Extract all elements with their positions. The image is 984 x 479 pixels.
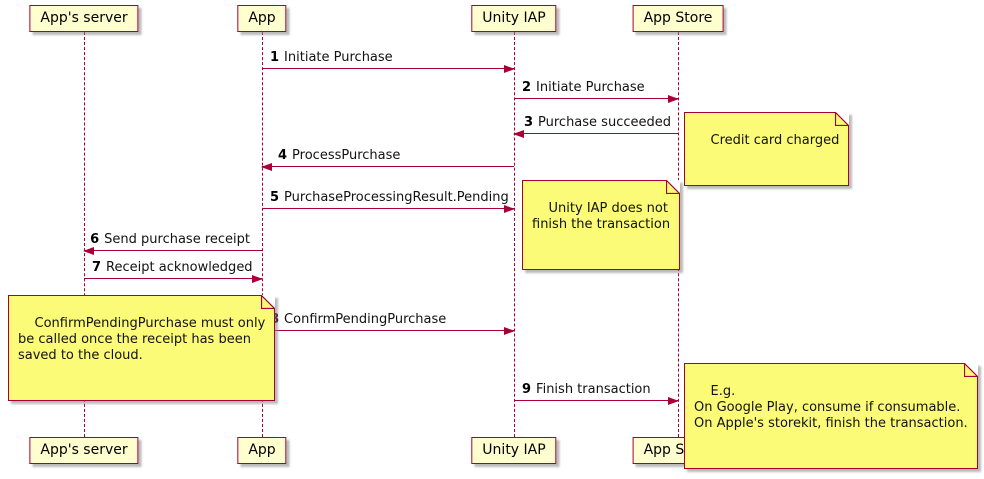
arrowhead-left-icon [83, 247, 94, 255]
note-fold-icon [261, 295, 276, 309]
message-4-arrow [261, 163, 514, 171]
message-6-arrow [83, 247, 262, 255]
message-6-number: 6 [90, 232, 100, 247]
message-2-arrow [514, 95, 679, 103]
message-1-label: 1 Initiate Purchase [270, 50, 393, 66]
message-5-label: 5 PurchaseProcessingResult.Pending [270, 190, 509, 206]
arrowhead-left-icon [513, 130, 524, 138]
note-text: E.g. On Google Play, consume if consumab… [694, 384, 968, 431]
note-text: Credit card charged [710, 133, 840, 148]
note-fold-icon [835, 112, 850, 126]
message-5-arrow [262, 205, 515, 213]
message-9-label: 9 Finish transaction [522, 382, 651, 398]
note-fold-icon [666, 180, 681, 194]
message-9-number: 9 [522, 382, 532, 397]
note-unity-iap-not-finish: Unity IAP does not finish the transactio… [522, 180, 681, 270]
message-3-number: 3 [523, 115, 534, 130]
arrowhead-right-icon [504, 327, 515, 335]
participant-box-unity-iap-top: Unity IAP [471, 5, 557, 32]
message-7-number: 7 [92, 260, 102, 275]
message-7-arrow [84, 275, 263, 283]
message-2-text: Initiate Purchase [536, 80, 645, 95]
participant-box-app-top: App [237, 5, 287, 32]
message-7-label: 7 Receipt acknowledged [92, 260, 253, 276]
message-3-label: 3 Purchase succeeded [524, 115, 671, 131]
message-3-arrow [513, 130, 678, 138]
note-text: ConfirmPendingPurchase must only be call… [18, 316, 266, 363]
message-5-number: 5 [270, 190, 280, 205]
message-2-label: 2 Initiate Purchase [522, 80, 645, 96]
message-7-text: Receipt acknowledged [106, 260, 253, 275]
participant-box-app-bottom: App [237, 437, 287, 464]
message-5-text: PurchaseProcessingResult.Pending [284, 190, 509, 205]
message-1-arrow [262, 65, 515, 73]
note-text: Unity IAP does not finish the transactio… [532, 201, 671, 232]
participant-box-apps-server-top: App's server [29, 5, 139, 32]
arrowhead-right-icon [504, 205, 515, 213]
message-6-text: Send purchase receipt [104, 232, 250, 247]
message-2-number: 2 [522, 80, 532, 95]
arrowhead-right-icon [668, 95, 679, 103]
message-8-text: ConfirmPendingPurchase [284, 312, 447, 327]
lifeline-unity-iap [514, 32, 515, 437]
message-4-label: 4 ProcessPurchase [278, 148, 400, 164]
note-fold-icon [963, 363, 978, 377]
note-finish-transaction-examples: E.g. On Google Play, consume if consumab… [684, 363, 978, 469]
message-1-number: 1 [270, 50, 280, 65]
message-8-arrow [262, 327, 515, 335]
lifeline-apps-server [84, 32, 85, 437]
participant-box-apps-server-bottom: App's server [29, 437, 139, 464]
participant-box-unity-iap-bottom: Unity IAP [471, 437, 557, 464]
message-9-arrow [514, 397, 679, 405]
participant-box-app-store-top: App Store [632, 5, 724, 32]
lifeline-app [262, 32, 263, 437]
note-confirm-pending-purchase: ConfirmPendingPurchase must only be call… [8, 295, 276, 401]
arrowhead-right-icon [668, 397, 679, 405]
message-8-label: 8ConfirmPendingPurchase [270, 312, 446, 328]
message-9-text: Finish transaction [536, 382, 651, 397]
message-6-label: 6 Send purchase receipt [90, 232, 250, 248]
note-credit-card-charged: Credit card charged [684, 112, 850, 186]
message-1-text: Initiate Purchase [284, 50, 393, 65]
arrowhead-right-icon [252, 275, 263, 283]
message-3-text: Purchase succeeded [538, 115, 671, 130]
arrowhead-right-icon [504, 65, 515, 73]
message-4-number: 4 [278, 148, 288, 163]
message-4-text: ProcessPurchase [292, 148, 401, 163]
arrowhead-left-icon [261, 163, 272, 171]
